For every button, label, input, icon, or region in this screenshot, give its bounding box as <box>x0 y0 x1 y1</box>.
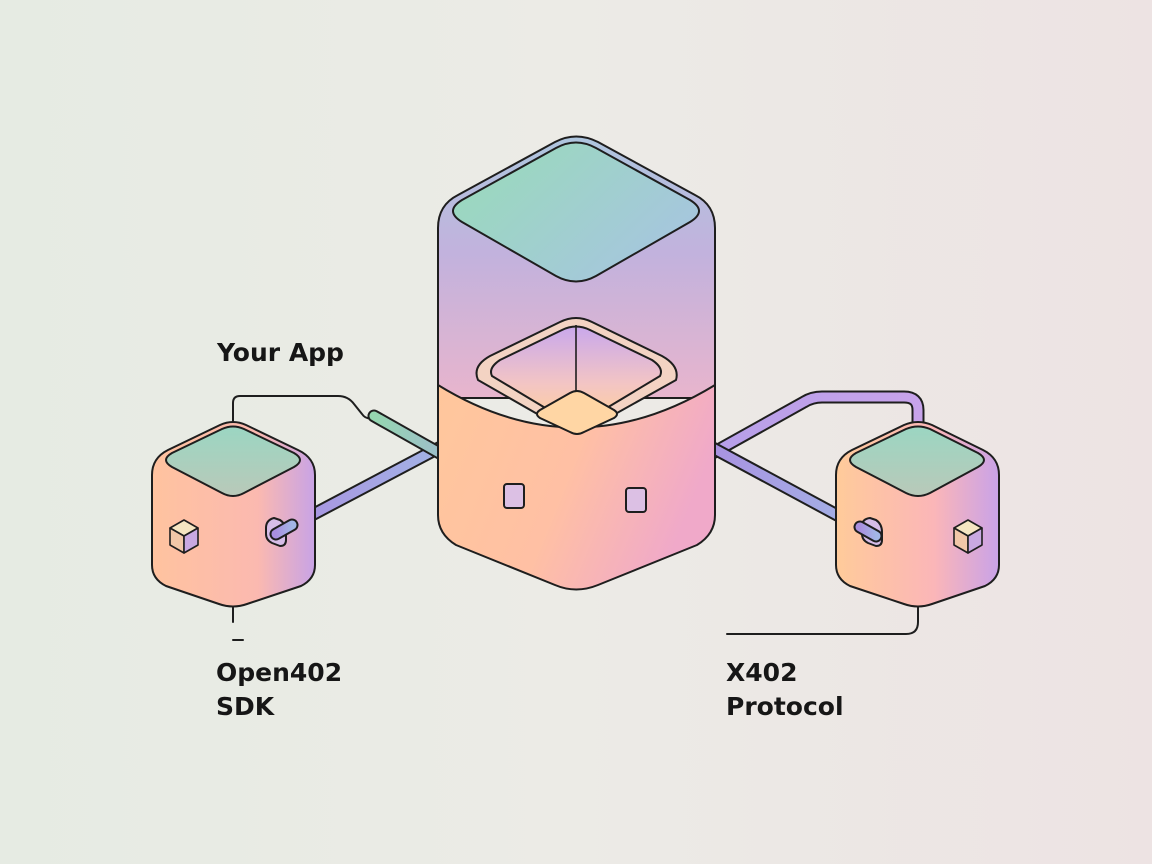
tube-layer-front <box>269 518 883 543</box>
sdk-cube <box>151 421 316 608</box>
label-x402-line1: X402 <box>726 658 798 687</box>
sdk-cube-top <box>165 425 301 497</box>
label-x402-line2: Protocol <box>726 692 844 721</box>
core-well-floor <box>536 390 618 435</box>
core-server-block <box>437 135 716 591</box>
label-open402-line1: Open402 <box>216 658 343 687</box>
label-your-app: Your App <box>217 336 344 370</box>
core-port-right <box>625 487 647 513</box>
protocol-cube <box>835 421 1000 608</box>
core-top-face <box>452 141 700 283</box>
label-x402-protocol: X402 Protocol <box>726 656 844 724</box>
label-your-app-text: Your App <box>217 338 344 367</box>
protocol-cube-icon <box>953 519 983 554</box>
protocol-cube-top <box>849 425 985 497</box>
label-open402-sdk: Open402 SDK <box>216 656 342 724</box>
label-open402-line2: SDK <box>216 692 275 721</box>
sdk-cube-icon <box>169 519 199 554</box>
connector-x402 <box>726 603 919 635</box>
connector-your-app <box>232 395 375 423</box>
core-port-left <box>503 483 525 509</box>
